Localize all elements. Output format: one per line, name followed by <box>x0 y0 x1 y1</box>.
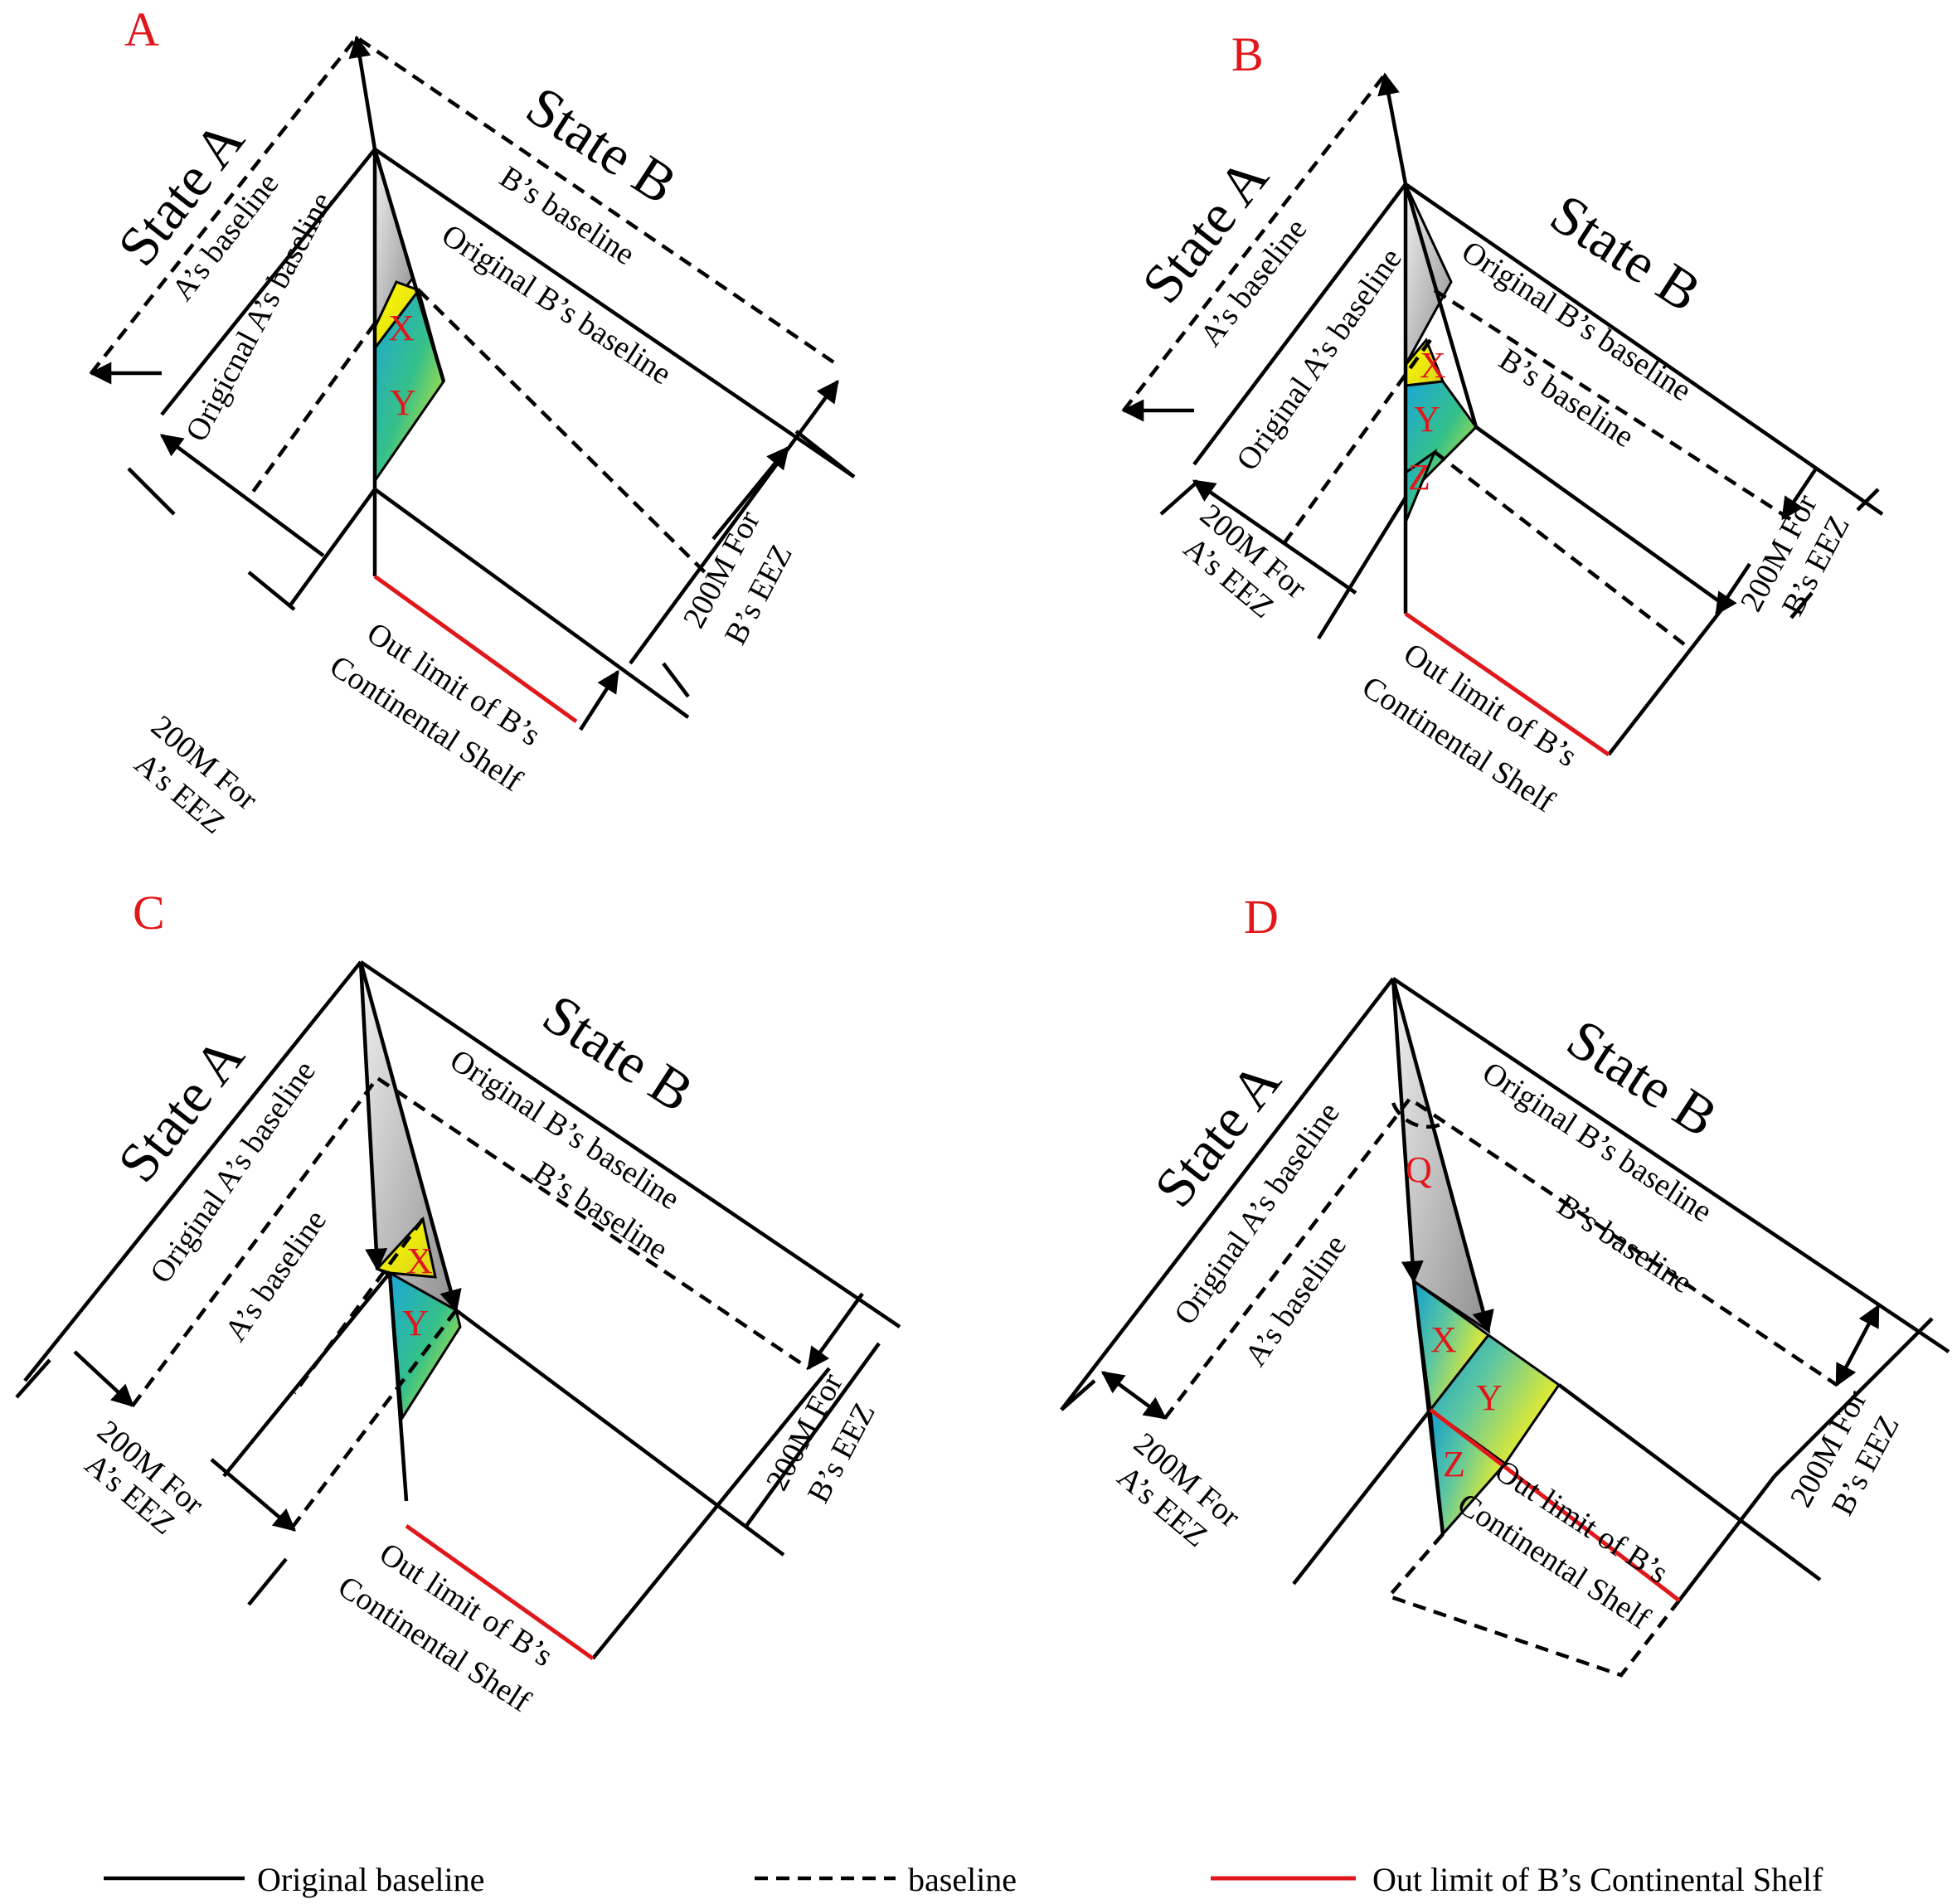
panel-c-tick-3 <box>745 1342 881 1528</box>
panel-a-zone-y-label: Y <box>390 382 416 423</box>
panel-a-tick-1 <box>127 467 176 516</box>
panel-a: A State A State B A’s baseline B’ <box>89 2 856 841</box>
panel-a-zone-x-label: X <box>388 308 415 348</box>
panel-b-original-a-baseline-top <box>1192 182 1407 466</box>
panel-a-arrow-b-eez-right <box>629 379 839 665</box>
panel-c-tick-2 <box>247 1557 288 1606</box>
panel-a-tick-4 <box>662 662 690 698</box>
panel-a-shelf-limit <box>373 574 578 724</box>
legend-baseline: baseline <box>908 1861 1017 1898</box>
panel-d-baselines-dashed <box>1163 1095 1838 1420</box>
panel-d-zone-x-label: X <box>1430 1319 1457 1360</box>
panel-a-kite-edge <box>372 148 446 382</box>
panel-c-arrow-down-2 <box>358 961 462 1313</box>
panel-b-letter: B <box>1231 27 1264 81</box>
panel-c-shelf-limit <box>405 1523 595 1661</box>
panel-d-arrow-down-2 <box>1391 978 1494 1333</box>
panel-c-tick-1 <box>15 1358 51 1399</box>
panel-c-a-inner <box>222 1271 391 1478</box>
panel-a-tick-3 <box>794 430 856 478</box>
panel-d-q-arc <box>1391 1102 1444 1129</box>
panel-a-b-baseline-inner <box>417 289 707 574</box>
panel-b-kite-edge <box>1403 183 1479 428</box>
panel-c-arrow-a-eez-2 <box>210 1458 297 1532</box>
panel-c-letter: C <box>133 886 165 940</box>
panel-c-state-b: State B <box>532 982 705 1124</box>
panel-d-vertical <box>1411 1280 1445 1535</box>
panel-b-arrow-b-eez-low <box>1715 562 1751 616</box>
panel-b-a-baseline-outer <box>1122 73 1386 412</box>
panel-d-b-lower <box>1557 1383 1822 1581</box>
panel-b-tick-3 <box>1789 591 1814 619</box>
panel-d-shelf-box <box>1386 1532 1681 1678</box>
panel-d-zone-y-label: Y <box>1476 1377 1503 1418</box>
panel-d-letter: D <box>1244 890 1279 944</box>
panel-d-a-inner <box>1292 1408 1432 1586</box>
panel-d-zone-z-label: Z <box>1443 1444 1465 1484</box>
panel-b-tick-2 <box>1856 488 1880 512</box>
panel-c-arrow-down-1 <box>358 961 388 1271</box>
panel-d-tick-2 <box>1773 1317 1934 1478</box>
panel-a-original-b-baseline <box>373 148 856 478</box>
panel-d-arrow-down-1 <box>1391 978 1424 1284</box>
legend-original-baseline: Original baseline <box>257 1861 484 1898</box>
panel-c-a-baseline-label: A’s baseline <box>218 1204 333 1348</box>
panel-d-shelf-limit <box>1429 1408 1681 1602</box>
panel-d-tick-1 <box>1060 1379 1096 1411</box>
panel-c-b-lower <box>454 1309 785 1557</box>
panel-b-tick-1 <box>1159 479 1200 516</box>
panel-b-arrow-a-eez <box>1192 479 1357 595</box>
panel-a-arrow-a-eez <box>159 434 325 557</box>
panel-a-original-a-baseline-top <box>160 148 376 416</box>
panel-b-arrow-up <box>1377 72 1408 185</box>
panel-d-shelf-right <box>1678 1474 1776 1602</box>
panel-b-original-b-baseline <box>1404 182 1884 516</box>
panel-a-tick-2 <box>247 571 296 611</box>
panel-b-arrow-b-eez-top <box>1781 467 1818 521</box>
panel-c-arrow-a-eez-1 <box>73 1350 134 1407</box>
panel-a-a-baseline-inner <box>247 322 376 499</box>
panel-d-original-b-baseline <box>1391 977 1950 1353</box>
panel-c-baselines-dashed <box>131 1075 810 1407</box>
panel-d: D State A State B Original A’s baseline … <box>1060 890 1950 1678</box>
panel-a-arrow-up <box>348 35 377 150</box>
panel-b-shelf-right <box>1607 604 1726 756</box>
panel-b-b-baseline-lower <box>1433 450 1689 648</box>
panel-a-orig-a-label: Origicnal A’s baseline <box>179 187 340 447</box>
panel-a-letter: A <box>124 2 159 56</box>
panel-d-arrow-b-eez <box>1835 1304 1880 1387</box>
panel-a-original-a-baseline-lower <box>289 488 376 607</box>
panel-b-zone-z-label: Z <box>1408 457 1430 498</box>
panel-a-original-b-lower <box>373 488 690 719</box>
legend: Original baseline baseline Out limit of … <box>104 1861 1823 1898</box>
panel-b-zone-y-label: Y <box>1414 399 1440 440</box>
panel-b-shelf-limit <box>1404 611 1610 757</box>
legend-shelf-limit: Out limit of B’s Continental Shelf <box>1372 1861 1823 1898</box>
panel-a-orig-b-label: Original B’s baseline <box>435 217 677 391</box>
panel-b-zone-x-label: X <box>1420 345 1446 386</box>
panel-c-arrow-b-eez <box>807 1292 864 1371</box>
panel-c-a-baseline-inner <box>293 1217 425 1395</box>
panel-d-a-baseline-label: A’s baseline <box>1238 1229 1353 1373</box>
panel-b-original-b-lower <box>1474 425 1726 607</box>
panel-a-arrow-b-eez-low <box>579 669 619 731</box>
panel-c-zone-x-label: X <box>406 1241 433 1281</box>
panel-c: C State A State B Original A’s baseline … <box>15 886 901 1719</box>
panel-b: B State A State B A’s baseline Original … <box>1121 27 1884 819</box>
panel-b-original-a-baseline-lower <box>1317 496 1407 640</box>
panel-d-original-a-baseline <box>1060 977 1395 1411</box>
panel-c-shelf-right <box>591 1367 831 1660</box>
panel-c-zone-y-label: Y <box>402 1303 429 1343</box>
panel-c-a-baseline-lower <box>289 1309 458 1532</box>
panel-c-original-a-baseline <box>23 960 362 1382</box>
panel-d-zone-q-label: Q <box>1406 1149 1432 1190</box>
panel-b-b-baseline-upper <box>1433 289 1797 524</box>
panel-d-arrow-a-eez <box>1100 1371 1168 1420</box>
panel-c-original-b-baseline <box>359 960 901 1328</box>
